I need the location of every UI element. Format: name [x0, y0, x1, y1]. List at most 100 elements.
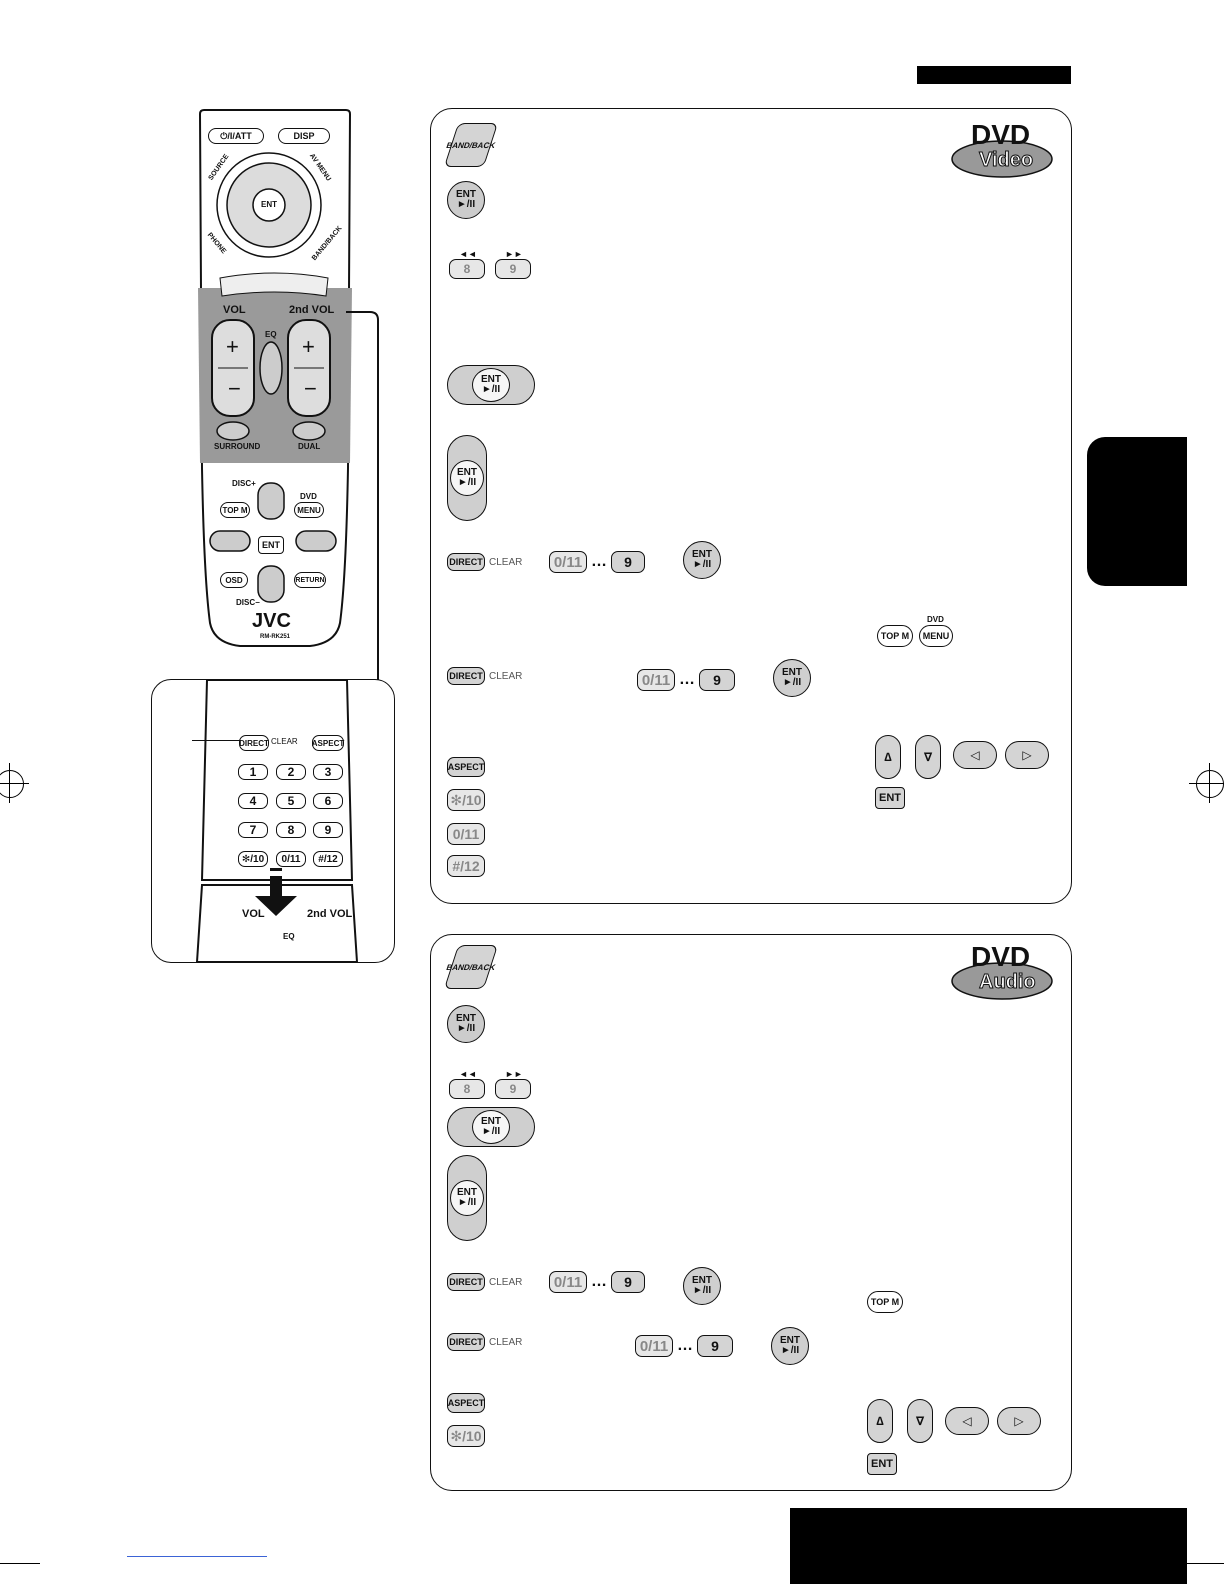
- side-tab: [1087, 437, 1187, 586]
- key-8-rew[interactable]: 8: [449, 259, 485, 279]
- return-button[interactable]: RETURN: [294, 572, 326, 588]
- key-11-p1[interactable]: 0/11: [447, 823, 485, 845]
- clear-label: CLEAR: [489, 557, 523, 568]
- disp-button[interactable]: DISP: [278, 128, 330, 144]
- topm-button[interactable]: TOP M: [220, 502, 250, 518]
- clear-label-p2b: CLEAR: [489, 1337, 523, 1348]
- aspect-button[interactable]: ASPECT: [312, 735, 344, 751]
- key-9-direct-p2[interactable]: 9: [611, 1271, 645, 1293]
- rew-icon: ◄◄: [459, 249, 477, 259]
- key-9-direct-b[interactable]: 9: [699, 669, 735, 691]
- direct-button-p2a[interactable]: DIRECT: [447, 1273, 485, 1291]
- surround-label: SURROUND: [214, 442, 261, 451]
- key-10-p1[interactable]: ✻/10: [447, 789, 485, 811]
- direct-button-a[interactable]: DIRECT: [447, 553, 485, 571]
- ff-icon: ►►: [505, 249, 523, 259]
- up-button-p2[interactable]: ∆: [867, 1399, 893, 1443]
- key-10[interactable]: ✻/10: [238, 851, 268, 867]
- vol2-label: 2nd VOL: [289, 304, 335, 316]
- bandback-button-p2[interactable]: BAND/BACK: [443, 945, 499, 989]
- key-9[interactable]: 9: [313, 822, 343, 838]
- key-10-p2[interactable]: ✻/10: [447, 1425, 485, 1447]
- direct-button-p2b[interactable]: DIRECT: [447, 1333, 485, 1351]
- disc-minus-label: DISC−: [236, 598, 260, 607]
- vol-label: VOL: [223, 304, 246, 316]
- key-0-11-p2[interactable]: 0/11: [549, 1271, 587, 1293]
- remote-inset: DIRECT CLEAR ASPECT 1 2 3 4 5 6 7 8 9 ✻/…: [151, 679, 395, 963]
- down-button-p2[interactable]: ∇: [907, 1399, 933, 1443]
- menu-button[interactable]: MENU: [294, 502, 324, 518]
- skip-wheel-button-p2[interactable]: ENT►/II: [447, 1107, 535, 1147]
- clear-label-b: CLEAR: [489, 671, 523, 682]
- dvd-label: DVD: [300, 492, 317, 501]
- ent-play-button-p2c[interactable]: ENT►/II: [771, 1327, 809, 1365]
- key-1[interactable]: 1: [238, 764, 268, 780]
- key-6[interactable]: 6: [313, 793, 343, 809]
- left-button[interactable]: ◁: [953, 741, 997, 769]
- bandback-button[interactable]: BAND/BACK: [443, 123, 499, 167]
- ent-square-button[interactable]: ENT: [258, 536, 284, 554]
- brand-logo: JVC: [252, 610, 291, 632]
- key-2[interactable]: 2: [276, 764, 306, 780]
- ent-square-p2[interactable]: ENT: [867, 1453, 897, 1475]
- skip-wheel-button[interactable]: ENT►/II: [447, 365, 535, 405]
- key-4[interactable]: 4: [238, 793, 268, 809]
- updown-wheel-button-p2[interactable]: ENT►/II: [447, 1155, 487, 1241]
- disc-plus-label: DISC+: [232, 479, 256, 488]
- ent-square-p1[interactable]: ENT: [875, 787, 905, 809]
- ent-play-button-p2[interactable]: ENT►/II: [447, 1005, 485, 1043]
- key-8[interactable]: 8: [276, 822, 306, 838]
- key-9-direct[interactable]: 9: [611, 551, 645, 573]
- down-button[interactable]: ∇: [915, 735, 941, 779]
- dvd-audio-panel: DVD Audio BAND/BACK ENT►/II ◄◄ ►► 8 9 EN…: [430, 934, 1072, 1491]
- key-0-11[interactable]: 0/11: [549, 551, 587, 573]
- key-8-rew-p2[interactable]: 8: [449, 1079, 485, 1099]
- eq-label: EQ: [265, 330, 277, 339]
- inset-vol-label: VOL: [242, 908, 265, 920]
- ellipsis: …: [591, 553, 607, 570]
- clear-label-p2: CLEAR: [489, 1277, 523, 1288]
- direct-button[interactable]: DIRECT: [239, 735, 269, 751]
- left-button-p2[interactable]: ◁: [945, 1407, 989, 1435]
- aspect-button-p1[interactable]: ASPECT: [447, 757, 485, 777]
- key-9-ff[interactable]: 9: [495, 259, 531, 279]
- direct-button-b[interactable]: DIRECT: [447, 667, 485, 685]
- right-button[interactable]: ▷: [1005, 741, 1049, 769]
- key-0-11-p2b[interactable]: 0/11: [635, 1335, 673, 1357]
- ent-play-button-b[interactable]: ENT►/II: [683, 541, 721, 579]
- inset-pointer: [192, 740, 240, 741]
- key-3[interactable]: 3: [313, 764, 343, 780]
- ellipsis: …: [591, 1273, 607, 1290]
- key-12[interactable]: #/12: [313, 851, 343, 867]
- ent-play-button-c[interactable]: ENT►/II: [773, 659, 811, 697]
- menu-button-p1[interactable]: MENU: [919, 625, 953, 647]
- osd-button[interactable]: OSD: [220, 572, 248, 588]
- ent-play-button[interactable]: ENT►/II: [447, 181, 485, 219]
- key-0-11-b[interactable]: 0/11: [637, 669, 675, 691]
- dvd-menu-label: DVD: [927, 615, 944, 624]
- crop-mark-icon: [1189, 763, 1224, 803]
- key-11[interactable]: 0/11: [276, 851, 306, 867]
- ent-play-button-p2b[interactable]: ENT►/II: [683, 1267, 721, 1305]
- updown-wheel-button[interactable]: ENT►/II: [447, 435, 487, 521]
- power-button[interactable]: ⏻/I/ATT: [208, 128, 264, 144]
- header-bar: [917, 66, 1071, 84]
- key-12-p1[interactable]: #/12: [447, 855, 485, 877]
- dvd-video-logo: DVD Video: [949, 119, 1055, 181]
- footer-rule: [0, 1563, 40, 1564]
- key-9-direct-p2b[interactable]: 9: [697, 1335, 733, 1357]
- key-5[interactable]: 5: [276, 793, 306, 809]
- remote-illustration: ⏻/I/ATT DISP SOURCE AV MENU PHONE BAND/B…: [190, 108, 360, 653]
- key-9-ff-p2[interactable]: 9: [495, 1079, 531, 1099]
- topm-button-p2[interactable]: TOP M: [867, 1291, 903, 1313]
- dual-label: DUAL: [298, 442, 321, 451]
- footer-rule: [1184, 1563, 1224, 1564]
- key-7[interactable]: 7: [238, 822, 268, 838]
- inset-vol2-label: 2nd VOL: [307, 908, 353, 920]
- remote-body: [198, 109, 352, 647]
- aspect-button-p2[interactable]: ASPECT: [447, 1393, 485, 1413]
- right-button-p2[interactable]: ▷: [997, 1407, 1041, 1435]
- model-label: RM-RK251: [260, 634, 291, 640]
- up-button[interactable]: ∆: [875, 735, 901, 779]
- topm-button-p1[interactable]: TOP M: [877, 625, 913, 647]
